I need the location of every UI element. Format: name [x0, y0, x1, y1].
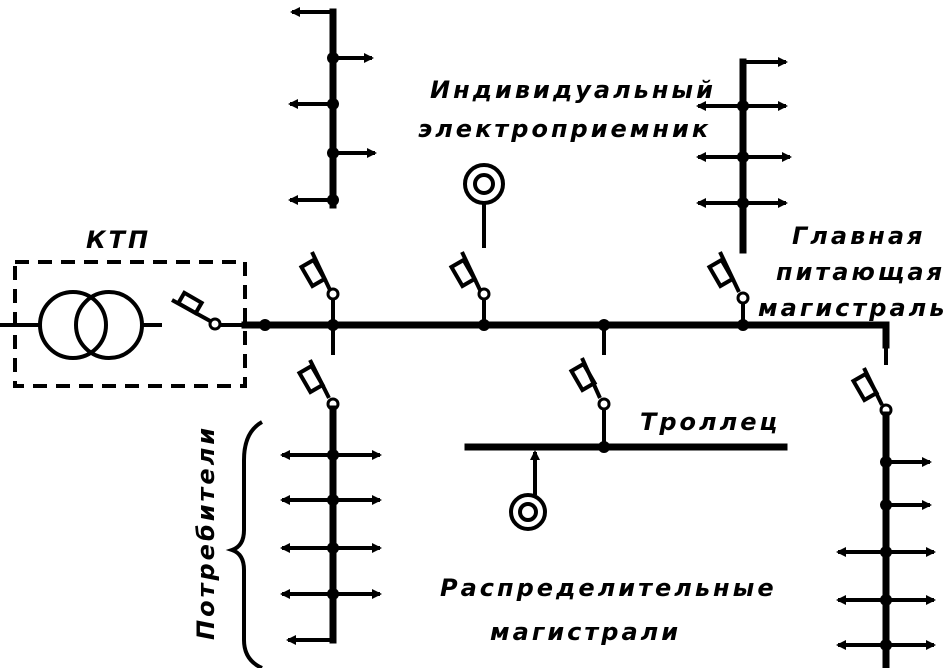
individual-consumer-inner-icon: [473, 173, 495, 195]
breaker-upper-left-icon: [298, 251, 340, 325]
breaker-upper-right-icon: [706, 251, 750, 325]
breaker-lower-left-icon: [296, 359, 340, 411]
breaker-lower-right-icon: [850, 367, 893, 417]
breaker-individual-icon: [448, 251, 491, 325]
main-feeder-label-line1: Главная: [792, 222, 925, 250]
distribution-line-lower-right: [836, 345, 936, 668]
trolley-consumer-inner-icon: [518, 502, 538, 522]
main-feeder-bus: [241, 319, 890, 349]
individual-consumer-label-line1: Индивидуальный: [430, 76, 716, 104]
transformer-winding-1-icon: [38, 290, 108, 360]
main-feeder-label-line2: питающая: [776, 258, 944, 286]
distribution-lines-label-line1: Распределительные: [440, 574, 777, 602]
distribution-line-lower-left: [280, 325, 382, 645]
ktp-breaker-icon: [171, 290, 245, 331]
distribution-line-upper-left: [288, 7, 377, 325]
transformer-winding-2-icon: [74, 290, 144, 360]
distribution-line-upper-right: [696, 57, 792, 325]
ktp-substation: [0, 260, 247, 388]
individual-consumer-label-line2: электроприемник: [418, 115, 711, 143]
individual-consumer-outer-icon: [463, 163, 505, 205]
trolley-label: Троллец: [640, 408, 780, 436]
individual-consumer: [448, 163, 505, 325]
ktp-label: КТП: [86, 226, 151, 254]
consumers-label: Потребители: [192, 425, 220, 640]
trolley-consumer-outer-icon: [509, 493, 547, 531]
main-feeder-label-line3: магистраль: [758, 294, 944, 322]
bus-junction-dot: [259, 319, 271, 331]
distribution-lines-label-line2: магистрали: [490, 618, 681, 646]
trolley-branch: [464, 325, 788, 531]
breaker-trolley-icon: [568, 357, 611, 411]
consumers-brace: [225, 420, 264, 668]
